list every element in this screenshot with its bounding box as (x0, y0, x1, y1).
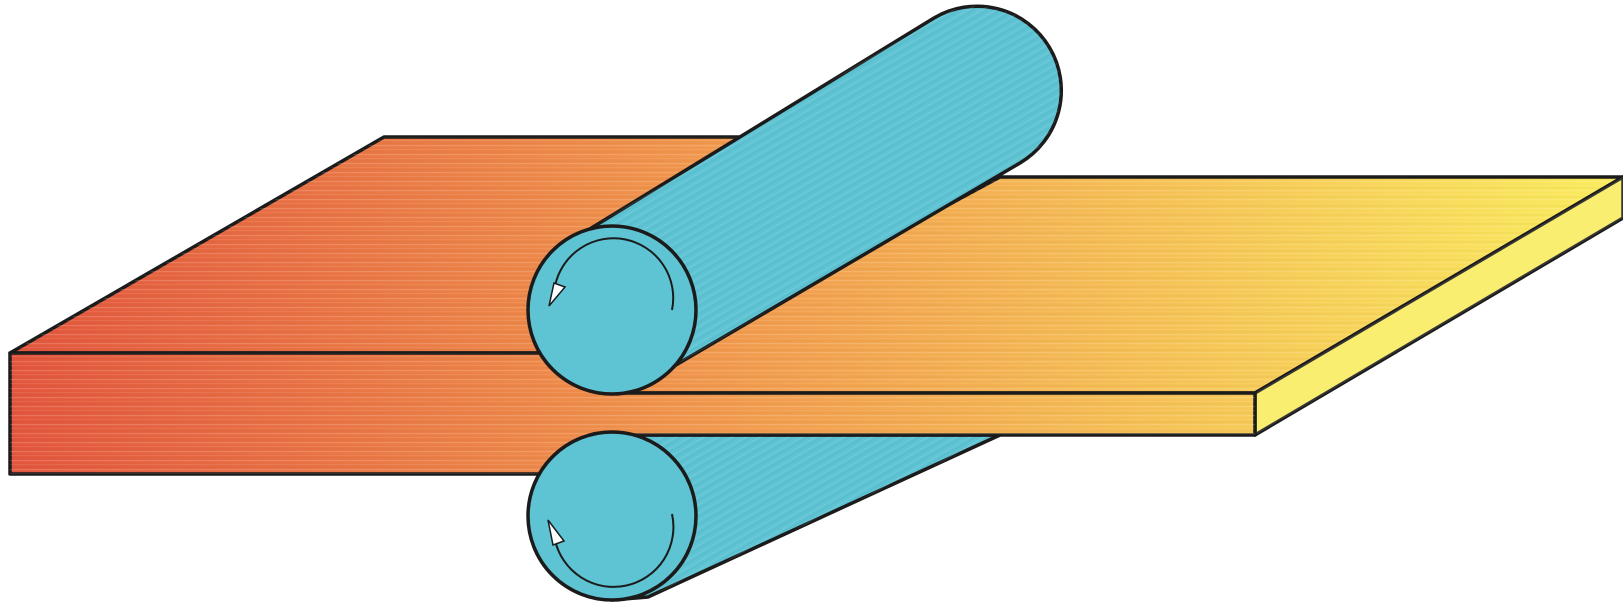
bottom-roller-rotation-arrow (554, 513, 675, 588)
slab-thin-side-face-shade (1255, 177, 1623, 435)
top-roller (526, 4, 1063, 396)
top-roller-end-face (526, 224, 698, 396)
bottom-roller-end-face (526, 430, 698, 602)
top-roller-arrow-head-icon (548, 282, 567, 307)
bottom-roller-arrow-head-icon (547, 519, 566, 547)
bottom-roller-cap (526, 430, 698, 602)
top-roller-body-streaks (580, 6, 1062, 373)
slab-front-face-streaks (10, 353, 1255, 474)
slab-thin-top-face-streaks (600, 177, 1623, 393)
top-roller-rotation-arrow (554, 237, 675, 311)
bottom-roller-body-streaks (610, 435, 1000, 600)
